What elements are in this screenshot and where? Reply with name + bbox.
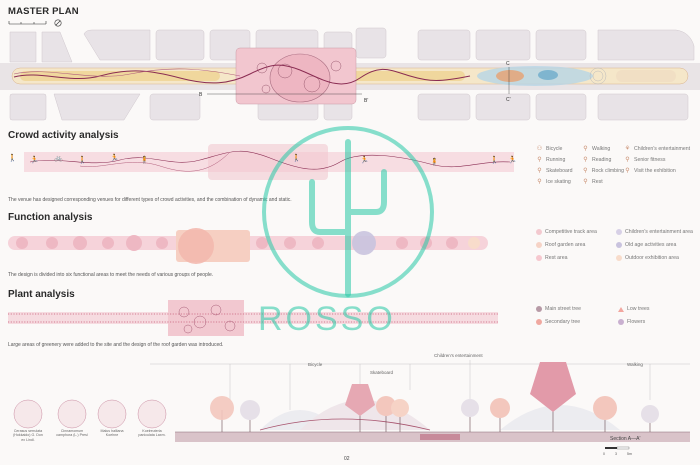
svg-text:🏃: 🏃 xyxy=(30,155,39,164)
svg-text:🚶: 🚶 xyxy=(78,155,87,164)
section-drawing: 0 3 5m xyxy=(13,360,690,456)
legend-flowers: Flowers xyxy=(618,319,698,325)
old-age-swatch xyxy=(616,242,622,248)
section-label-skateboard: Skateboard xyxy=(370,370,394,375)
legend-running: ⚲Running xyxy=(537,156,566,164)
legend-bicycle: ⚇Bicycle xyxy=(536,145,563,153)
roof-garden-swatch xyxy=(536,242,542,248)
climbing-icon: ⚲ xyxy=(583,168,588,174)
species-cerasus: Cerasus serrulata(Hokkaido) G. Don ex Li… xyxy=(13,429,43,442)
ice-skating-icon: ⚲ xyxy=(537,179,542,185)
section-label-children: Children's entertainment xyxy=(434,353,483,358)
svg-text:🚶: 🚶 xyxy=(490,155,499,164)
crowd-diagram: 🚶 🏃 🚲 🚶 🏃 🧍 🚶 🏃 🧍 🚶 🏃 xyxy=(8,144,517,180)
section-title: Section A—A' xyxy=(610,436,641,442)
legend-outdoor-exhibition: Outdoor exhibition area xyxy=(616,255,698,261)
svg-text:🚶: 🚶 xyxy=(8,153,17,162)
svg-text:🚲: 🚲 xyxy=(54,155,63,162)
crowd-caption: The venue has designed corresponding ven… xyxy=(8,197,292,203)
cactus-watermark-logo xyxy=(262,126,434,298)
legend-low-trees: Low trees xyxy=(618,306,698,312)
section-mark-c: C xyxy=(506,61,510,67)
crowd-legend-row: ⚲Skateboard ⚲Rock climbing ⚲Visit the ex… xyxy=(536,167,696,175)
low-trees-triangle-icon xyxy=(618,306,624,312)
plant-legend: Main street tree Low trees Secondary tre… xyxy=(536,306,698,325)
running-icon: ⚲ xyxy=(537,157,542,163)
crowd-legend: ⚇Bicycle ⚲Walking ⚘Children's entertainm… xyxy=(536,145,696,186)
svg-text:🏃: 🏃 xyxy=(360,155,369,164)
svg-text:🏃: 🏃 xyxy=(110,153,119,162)
outdoor-exhibition-swatch xyxy=(616,255,622,261)
legend-children: ⚘Children's entertainment xyxy=(624,145,691,153)
children-area-swatch xyxy=(616,229,622,235)
bicycle-icon: ⚇ xyxy=(536,146,543,152)
walking-icon: ⚲ xyxy=(583,146,588,152)
function-heading: Function analysis xyxy=(8,212,93,223)
crowd-legend-row: ⚲Ice skating ⚲Rest xyxy=(536,178,696,186)
plant-diagram xyxy=(8,300,498,336)
fitness-icon: ⚲ xyxy=(625,157,630,163)
svg-text:🚶: 🚶 xyxy=(292,153,301,162)
legend-competitive-track: Competitive track area xyxy=(536,229,616,235)
svg-text:🧍: 🧍 xyxy=(140,155,149,164)
children-icon: ⚘ xyxy=(624,146,631,152)
legend-children-area: Children's entertainment area xyxy=(616,229,698,235)
legend-secondary-tree: Secondary tree xyxy=(536,319,618,325)
plant-heading: Plant analysis xyxy=(8,289,75,300)
legend-roof-garden: Roof garden area xyxy=(536,242,616,248)
crowd-legend-row: ⚲Running ⚲Reading ⚲Senior fitness xyxy=(536,156,696,164)
section-mark-c-prime: C' xyxy=(506,97,511,103)
exhibition-icon: ⚲ xyxy=(625,168,630,174)
main-street-tree-swatch xyxy=(536,306,542,312)
legend-walking: ⚲Walking xyxy=(583,145,611,153)
legend-ice-skating: ⚲Ice skating xyxy=(537,178,571,186)
crowd-heading: Crowd activity analysis xyxy=(8,130,119,141)
section-label-walking: Walking xyxy=(627,362,643,367)
legend-rest: ⚲Rest xyxy=(583,178,603,186)
scale-label-zero: 0 xyxy=(603,452,605,456)
section-mark-b: B xyxy=(199,92,203,98)
scale-label-end: 5m xyxy=(627,452,632,456)
watermark-text: ROSSO xyxy=(258,300,396,338)
skateboard-icon: ⚲ xyxy=(537,168,542,174)
section-mark-b-prime: B' xyxy=(364,98,368,104)
competitive-track-swatch xyxy=(536,229,542,235)
legend-exhibition: ⚲Visit the exhibition xyxy=(625,167,676,175)
legend-main-street-tree: Main street tree xyxy=(536,306,618,312)
scale-label-mid: 3 xyxy=(615,452,617,456)
function-legend: Competitive track area Children's entert… xyxy=(536,229,698,261)
crowd-legend-row: ⚇Bicycle ⚲Walking ⚘Children's entertainm… xyxy=(536,145,696,153)
function-caption: The design is divided into six functiona… xyxy=(8,272,214,278)
svg-text:🧍: 🧍 xyxy=(430,157,439,166)
legend-reading: ⚲Reading xyxy=(583,156,612,164)
legend-senior-fitness: ⚲Senior fitness xyxy=(625,156,666,164)
legend-old-age: Old age activities area xyxy=(616,242,698,248)
rest-area-swatch xyxy=(536,255,542,261)
plant-caption: Large areas of greenery were added to th… xyxy=(8,342,224,348)
rest-icon: ⚲ xyxy=(583,179,588,185)
master-plan-drawing: B B' C C' xyxy=(0,27,700,121)
legend-skateboard: ⚲Skateboard xyxy=(537,167,573,175)
reading-icon: ⚲ xyxy=(583,157,588,163)
page-number: 02 xyxy=(344,456,350,462)
secondary-tree-swatch xyxy=(536,319,542,325)
scale-compass-icon xyxy=(8,19,62,27)
sheet-title: MASTER PLAN xyxy=(8,6,79,17)
legend-rock-climbing: ⚲Rock climbing xyxy=(583,167,624,175)
legend-rest-area: Rest area xyxy=(536,255,616,261)
section-label-bicycle: Bicycle xyxy=(308,362,323,367)
flowers-swatch xyxy=(618,319,624,325)
svg-text:🏃: 🏃 xyxy=(508,155,517,164)
